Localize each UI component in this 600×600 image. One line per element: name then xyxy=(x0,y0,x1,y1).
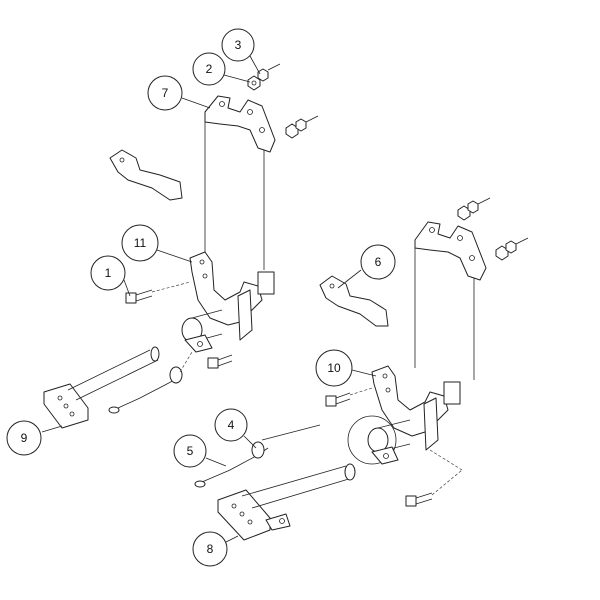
svg-text:3: 3 xyxy=(235,38,242,52)
bolt-1 xyxy=(125,281,191,304)
svg-text:8: 8 xyxy=(207,542,214,556)
callout-9: 9 xyxy=(6,420,42,456)
svg-text:2: 2 xyxy=(206,62,213,76)
hardware-top-left xyxy=(247,63,319,139)
callout-8: 8 xyxy=(192,531,228,567)
callout-2: 2 xyxy=(192,52,226,86)
svg-text:9: 9 xyxy=(21,431,28,445)
svg-text:4: 4 xyxy=(228,418,235,432)
svg-text:11: 11 xyxy=(134,236,147,250)
left-bracket-assembly xyxy=(181,95,276,353)
callout-11: 11 xyxy=(121,224,159,262)
svg-text:10: 10 xyxy=(327,361,341,375)
svg-text:5: 5 xyxy=(187,444,194,458)
leader-lines xyxy=(41,55,377,543)
callout-7: 7 xyxy=(147,75,183,111)
callout-3: 3 xyxy=(221,28,255,62)
spacer-plate-upper xyxy=(109,149,183,201)
bolt-lower-left xyxy=(207,354,233,369)
svg-text:1: 1 xyxy=(105,266,112,280)
spacer-plate-6 xyxy=(319,275,389,327)
right-bracket-assembly xyxy=(325,197,529,507)
svg-text:7: 7 xyxy=(162,86,169,100)
svg-text:6: 6 xyxy=(375,255,382,269)
callout-5: 5 xyxy=(173,434,207,468)
hitch-pin-8 xyxy=(194,424,356,541)
top-plate-left xyxy=(204,95,276,153)
callout-6: 6 xyxy=(360,244,396,280)
callout-4: 4 xyxy=(214,408,248,442)
callout-1: 1 xyxy=(90,255,126,291)
hitch-pin-9 xyxy=(43,346,193,429)
callout-10: 10 xyxy=(315,349,353,387)
